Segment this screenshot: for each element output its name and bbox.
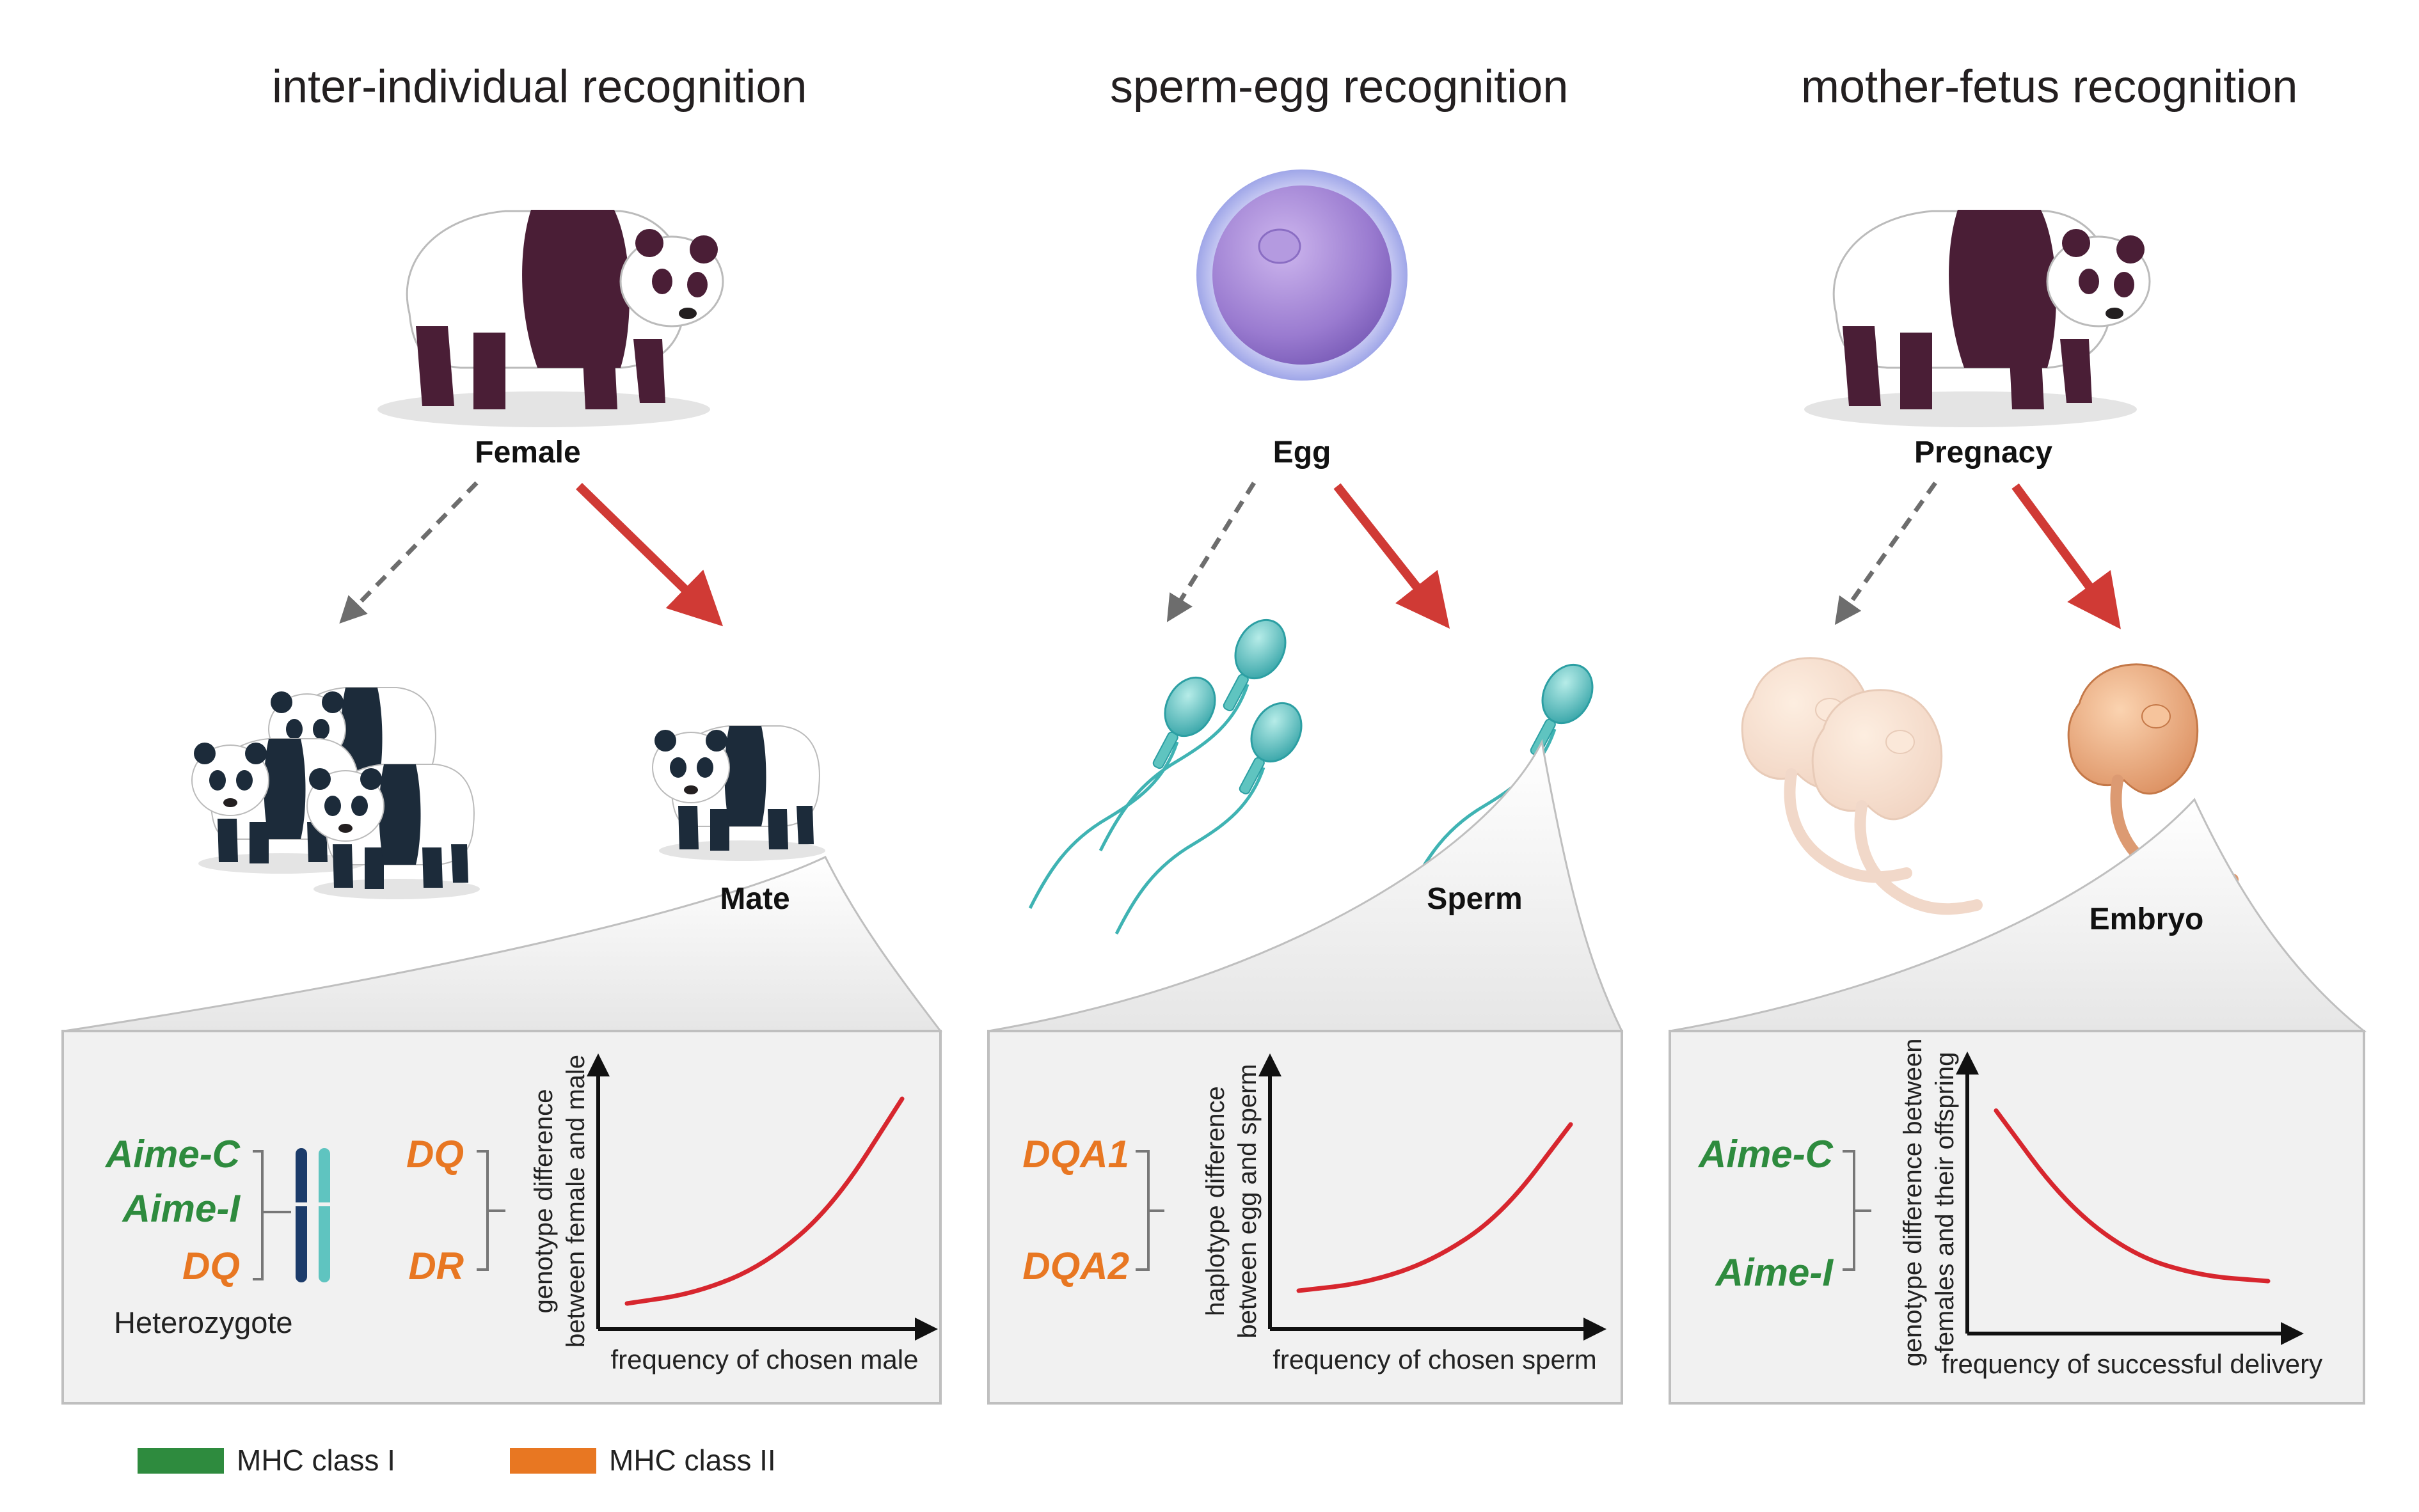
x-axis-label: frequency of chosen sperm <box>1273 1344 1597 1374</box>
chosen-arrow-mate <box>576 482 724 627</box>
egg-illustration <box>1196 169 1408 381</box>
pregnant-panda-illustration <box>1803 209 2151 429</box>
x-axis-label: frequency of successful delivery <box>1942 1349 2322 1379</box>
gene-label: DQ <box>182 1245 240 1288</box>
gene-label: Aime-I <box>122 1187 240 1230</box>
zoom-cone-2 <box>988 739 1624 1032</box>
y-axis-label: genotype difference between <box>1899 1039 1927 1367</box>
x-axis-label: frequency of chosen male <box>611 1344 919 1374</box>
label-female: Female <box>475 436 581 469</box>
zoom-cone-3 <box>1669 798 2367 1032</box>
zoom-cone-1 <box>63 856 943 1032</box>
chart-sperm-choice: frequency of chosen sperm haplotype diffe… <box>1202 1053 1606 1374</box>
inset-box-2 <box>987 1030 1623 1405</box>
trend-curve <box>1994 1108 2271 1284</box>
unchosen-arrow-embryos <box>1834 481 1937 626</box>
y-axis-label: between egg and sperm <box>1233 1064 1262 1338</box>
unchosen-arrow-sperms <box>1166 482 1256 622</box>
chosen-arrow-sperm <box>1333 483 1450 629</box>
label-sperm: Sperm <box>1427 882 1523 916</box>
legend-label-class-i: MHC class I <box>237 1444 395 1477</box>
title-mother-fetus: mother-fetus recognition <box>1801 61 2298 113</box>
gene-label: DQ <box>406 1133 464 1176</box>
gene-bracket-1a <box>253 1150 291 1280</box>
sperm-group-illustration <box>1030 611 1311 934</box>
legend-label-class-ii: MHC class II <box>609 1444 776 1477</box>
label-mate: Mate <box>720 882 790 916</box>
unchosen-arrow-pandas <box>339 481 479 624</box>
panda-group-illustration <box>191 687 480 900</box>
title-sperm-egg: sperm-egg recognition <box>1110 61 1569 113</box>
gene-bracket-3 <box>1843 1150 1871 1271</box>
chart-mate-choice: frequency of chosen male genotype differe… <box>530 1053 938 1374</box>
legend-swatch-class-ii <box>510 1448 596 1474</box>
inset-box-3 <box>1669 1030 2365 1405</box>
trend-curve <box>624 1096 905 1306</box>
y-axis-label: haplotype difference <box>1202 1086 1230 1316</box>
chosen-arrow-embryo <box>2011 483 2121 629</box>
gene-label: Aime-I <box>1715 1251 1833 1294</box>
gene-label: DQA1 <box>1022 1133 1129 1176</box>
inset-box-1 <box>61 1030 942 1405</box>
gene-label: Aime-C <box>105 1133 240 1176</box>
female-panda-illustration <box>376 209 724 429</box>
chart-delivery: frequency of successful delivery genotype… <box>1899 1039 2322 1380</box>
y-axis-label: between female and male <box>562 1055 590 1348</box>
gene-bracket-1b <box>477 1150 505 1271</box>
gene-label: Aime-C <box>1698 1133 1833 1176</box>
y-axis-label: genotype difference <box>530 1089 558 1314</box>
gene-label: DQA2 <box>1022 1245 1129 1288</box>
gene-label: DR <box>408 1245 464 1288</box>
embryo-group-illustration <box>1742 658 1977 909</box>
y-axis-label: females and their offspring <box>1931 1052 1959 1353</box>
label-embryo: Embryo <box>2089 902 2204 936</box>
heterozygote-caption: Heterozygote <box>114 1305 293 1339</box>
label-pregnancy: Pregnacy <box>1914 436 2053 469</box>
gene-bracket-2 <box>1136 1150 1164 1271</box>
mate-panda-illustration <box>652 725 826 862</box>
legend-swatch-class-i <box>138 1448 224 1474</box>
label-egg: Egg <box>1273 436 1331 469</box>
title-inter-individual: inter-individual recognition <box>272 61 807 113</box>
trend-curve <box>1296 1122 1573 1293</box>
chromosome-pair <box>296 1148 330 1282</box>
